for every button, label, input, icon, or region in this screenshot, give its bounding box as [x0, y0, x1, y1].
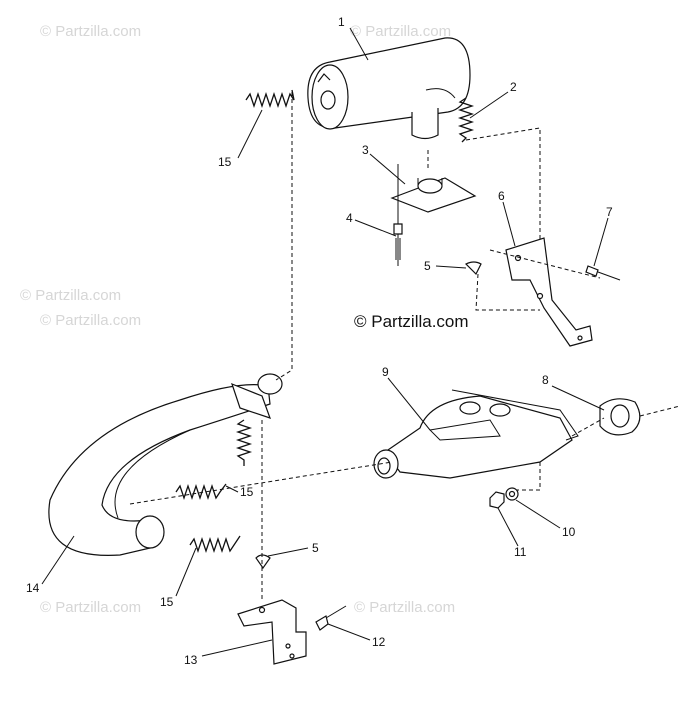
callout-1: 1	[338, 15, 345, 29]
callout-8: 8	[542, 373, 549, 387]
washer[interactable]	[505, 487, 519, 501]
exhaust-gasket[interactable]	[599, 398, 641, 436]
spring-vertical[interactable]	[235, 419, 253, 466]
nut[interactable]	[489, 491, 505, 509]
mounting-plate[interactable]	[390, 177, 477, 213]
spring-middle[interactable]	[175, 483, 227, 501]
callout-5: 5	[424, 259, 431, 273]
screw[interactable]	[585, 265, 621, 281]
callout-10: 10	[562, 525, 576, 539]
watermark-text: © Partzilla.com	[40, 312, 141, 329]
callout-3: 3	[362, 143, 369, 157]
callout-15-top: 15	[218, 155, 232, 169]
callout-11: 11	[514, 545, 527, 559]
lower-screw[interactable]	[315, 605, 347, 631]
callout-13: 13	[184, 653, 198, 667]
callout-15-lower: 15	[160, 595, 174, 609]
watermark-text: © Partzilla.com	[354, 599, 455, 616]
bolt[interactable]	[393, 164, 403, 266]
callout-4: 4	[346, 211, 353, 225]
muffler[interactable]	[307, 37, 471, 140]
watermark-text: © Partzilla.com	[40, 599, 141, 616]
leader-lines	[41, 27, 609, 657]
callout-6: 6	[498, 189, 505, 203]
expansion-chamber[interactable]	[48, 373, 283, 556]
callout-5-lower: 5	[312, 541, 319, 555]
muffler-bracket[interactable]	[505, 237, 593, 347]
callout-9: 9	[382, 365, 389, 379]
callout-12: 12	[372, 635, 386, 649]
spring-top-right[interactable]	[457, 97, 475, 143]
assembly-lines	[129, 92, 681, 600]
watermark-layer: © Partzilla.com © Partzilla.com © Partzi…	[20, 23, 455, 616]
callout-2: 2	[510, 80, 517, 94]
spring-lower[interactable]	[189, 535, 241, 554]
rubber-mount-top[interactable]	[464, 261, 482, 276]
watermark-center: © Partzilla.com	[354, 312, 469, 331]
watermark-text: © Partzilla.com	[20, 287, 121, 304]
watermark-text: © Partzilla.com	[350, 23, 451, 40]
lower-bracket[interactable]	[237, 599, 307, 665]
callout-15-middle: 15	[240, 485, 254, 499]
watermark-text: © Partzilla.com	[40, 23, 141, 40]
callout-14: 14	[26, 581, 40, 595]
rubber-mount-bottom[interactable]	[255, 554, 271, 570]
callout-labels: 1 2 3 4 5 6 7 8 9 10 11 12 13 14 15 15 1…	[26, 15, 613, 667]
spring-top-left[interactable]	[245, 89, 295, 109]
exhaust-manifold[interactable]	[373, 389, 579, 479]
callout-7: 7	[606, 205, 613, 219]
